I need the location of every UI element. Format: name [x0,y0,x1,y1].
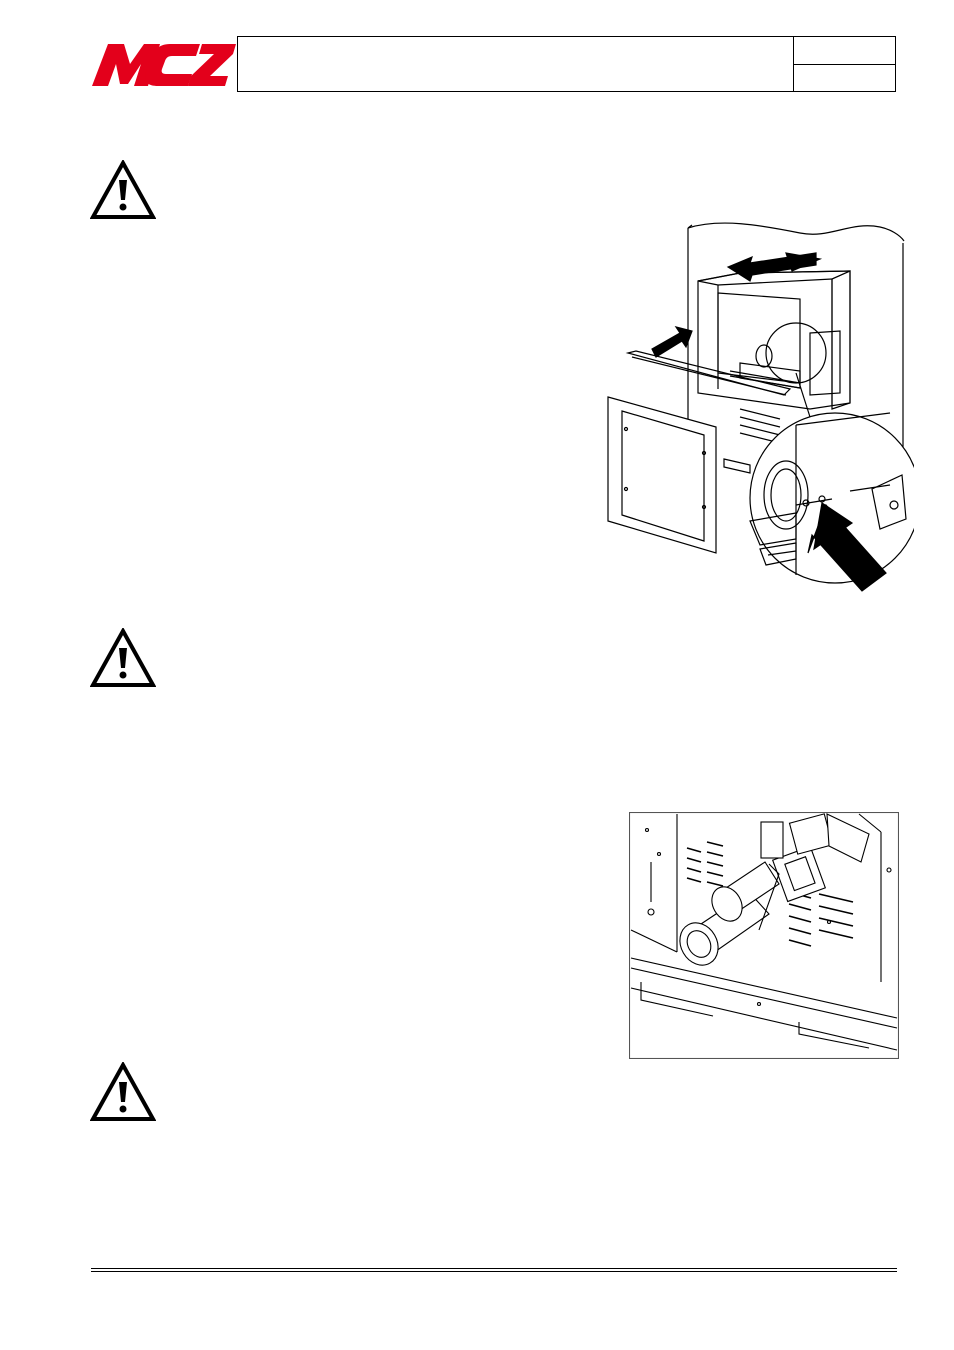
header-box [237,36,896,92]
insert-removal-illustration [607,222,914,592]
footer-rule [91,1268,897,1269]
header-code-cells [793,37,895,91]
mcz-logo [92,44,236,86]
warning-triangle-icon [90,1062,156,1121]
header-code-cell [794,37,895,65]
warning-triangle-icon [90,160,156,219]
warning-triangle-icon [90,628,156,687]
burner-assembly-illustration [629,812,899,1059]
footer-rule [91,1271,897,1272]
